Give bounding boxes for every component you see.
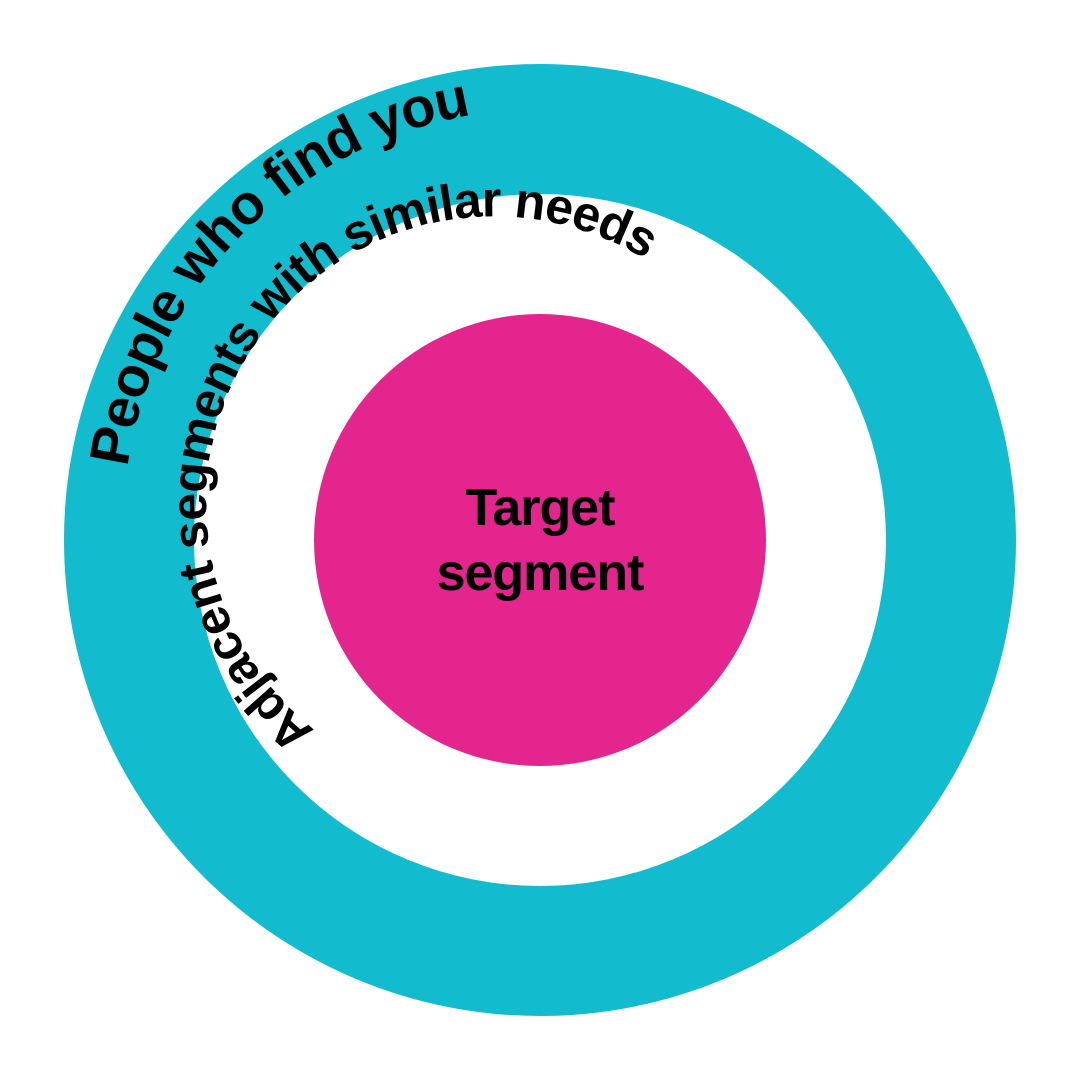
target-segment-circle [314, 314, 766, 766]
target-segment-label-line1: Target [465, 479, 615, 537]
target-segment-label-line2: segment [437, 544, 645, 602]
